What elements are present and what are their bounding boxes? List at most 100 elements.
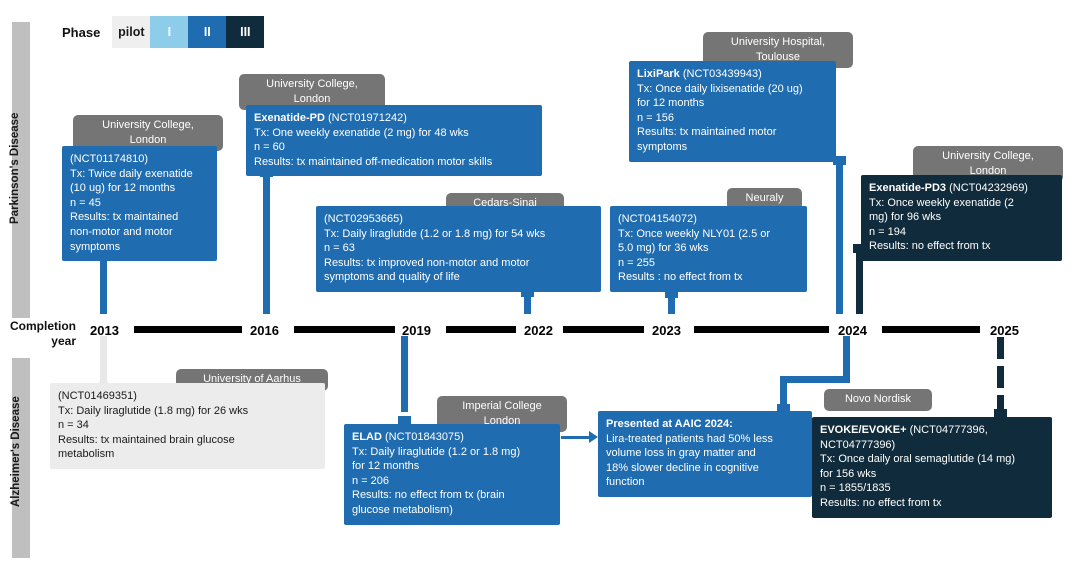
card-results2: non-motor and motor	[70, 225, 173, 238]
connector-evoke-dash-1	[997, 337, 1004, 359]
card-tail-evoke	[994, 409, 1007, 418]
card-title-row: LixiPark (NCT03439943)	[637, 67, 828, 82]
year-2019: 2019	[402, 323, 431, 338]
card-tail-lixipark	[833, 156, 846, 165]
card-tail-aaic	[777, 404, 790, 413]
card-nct: (NCT03439943)	[682, 68, 762, 80]
connector-evoke-dash-3	[997, 395, 1004, 409]
axis-label-line2: year	[51, 334, 76, 348]
card-results3: symptoms	[70, 240, 121, 253]
card-name: LixiPark	[637, 68, 680, 80]
card-n: n = 194	[869, 225, 907, 238]
connector-aaic-horizontal	[780, 376, 850, 383]
card-results2: metabolism	[58, 448, 115, 461]
card-title-row: EVOKE/EVOKE+ (NCT04777396,	[820, 423, 1044, 438]
card-nct2: NCT04777396)	[820, 438, 896, 451]
card-neuraly: (NCT04154072) Tx: Once weekly NLY01 (2.5…	[610, 206, 807, 292]
card-tail-neuraly	[665, 289, 678, 298]
card-tx2: (10 ug) for 12 months	[70, 182, 176, 195]
elad-to-aaic-arrow-head	[589, 431, 598, 443]
card-title-row: Exenatide-PD3 (NCT04232969)	[869, 181, 1054, 196]
card-name: EVOKE/EVOKE+	[820, 424, 907, 436]
connector-elad	[401, 336, 408, 412]
parkinsons-rail	[12, 22, 30, 318]
axis-segment-5	[694, 326, 829, 333]
card-tx2: mg) for 96 wks	[869, 211, 942, 224]
sponsor-chip-exenatide-pd: University College, London	[239, 74, 385, 110]
card-tx2: for 12 months	[352, 460, 420, 473]
card-nct: (NCT04154072)	[618, 213, 697, 225]
card-title-row: Exenatide-PD (NCT01971242)	[254, 111, 534, 126]
card-nct: (NCT04777396,	[909, 424, 988, 436]
axis-segment-4	[563, 326, 644, 333]
axis-segment-3	[446, 326, 516, 333]
phase-swatch-2: II	[188, 16, 227, 48]
year-2023: 2023	[652, 323, 681, 338]
axis-segment-1	[134, 326, 242, 333]
connector-exenatide-pd	[263, 168, 270, 314]
card-aarhus: (NCT01469351) Tx: Daily liraglutide (1.8…	[50, 383, 325, 469]
connector-exenatide-pilot	[100, 252, 107, 314]
axis-segment-2	[294, 326, 395, 333]
phase-swatch-3: III	[226, 16, 265, 48]
card-tx: Tx: One weekly exenatide (2 mg) for 48 w…	[254, 126, 469, 139]
sponsor-chip-neuraly: Neuraly	[727, 188, 802, 210]
card-nct: (NCT01469351)	[58, 390, 137, 402]
card-results: Results: no effect from tx	[869, 240, 991, 253]
card-exenatide-pd: Exenatide-PD (NCT01971242) Tx: One weekl…	[246, 105, 542, 177]
year-2016: 2016	[250, 323, 279, 338]
card-tx2: for 156 wks	[820, 467, 877, 480]
axis-label-line1: Completion	[10, 319, 76, 333]
card-results: Results: tx maintained motor	[637, 126, 777, 139]
card-tail-exenatide-pilot	[97, 252, 110, 261]
card-n: n = 63	[324, 242, 355, 255]
card-cedars: (NCT02953665) Tx: Daily liraglutide (1.2…	[316, 206, 601, 292]
card-line1: Lira-treated patients had 50% less	[606, 432, 773, 445]
card-tx: Tx: Once daily oral semaglutide (14 mg)	[820, 453, 1016, 466]
year-2024: 2024	[838, 323, 867, 338]
card-n: n = 156	[637, 111, 675, 124]
card-n: n = 60	[254, 141, 285, 154]
card-tx: Tx: Once weekly exenatide (2	[869, 196, 1014, 209]
card-nct: (NCT02953665)	[324, 213, 403, 225]
year-2022: 2022	[524, 323, 553, 338]
card-tail-elad	[398, 416, 411, 425]
card-results2: glucose metabolism)	[352, 503, 453, 516]
year-2013: 2013	[90, 323, 119, 338]
card-results: Results: tx improved non-motor and motor	[324, 256, 530, 269]
card-tail-exenatide-pd	[260, 168, 273, 177]
elad-to-aaic-arrow-line	[561, 436, 591, 439]
card-tail-exenatide-pd3	[853, 244, 866, 253]
connector-aarhus	[100, 336, 107, 384]
connector-lixipark	[836, 156, 843, 314]
card-line3: 18% slower decline in cognitive	[606, 461, 759, 474]
connector-aaic-vertical	[843, 336, 850, 383]
card-elad: ELAD (NCT01843075) Tx: Daily liraglutide…	[344, 424, 560, 525]
card-n: n = 45	[70, 196, 101, 209]
card-results2: symptoms and quality of life	[324, 271, 460, 284]
card-tx2: for 12 months	[637, 97, 705, 110]
card-results: Results: tx maintained off-medication mo…	[254, 155, 493, 168]
axis-label: Completion year	[2, 319, 76, 349]
card-line2: volume loss in gray matter and	[606, 447, 756, 460]
card-tx: Tx: Daily liraglutide (1.2 or 1.8 mg) fo…	[324, 227, 546, 240]
alzheimers-rail	[12, 358, 30, 558]
connector-neuraly	[668, 289, 675, 314]
card-tx: Tx: Daily liraglutide (1.2 or 1.8 mg)	[352, 445, 521, 458]
phase-legend-title: Phase	[62, 24, 101, 40]
card-evoke: EVOKE/EVOKE+ (NCT04777396, NCT04777396) …	[812, 417, 1052, 518]
card-lixipark: LixiPark (NCT03439943) Tx: Once daily li…	[629, 61, 836, 162]
axis-segment-6	[882, 326, 980, 333]
card-exenatide-pd3: Exenatide-PD3 (NCT04232969) Tx: Once wee…	[861, 175, 1062, 261]
card-tx2: 5.0 mg) for 36 wks	[618, 242, 709, 255]
card-n: n = 255	[618, 256, 656, 269]
connector-exenatide-pd3	[856, 244, 863, 314]
card-exenatide-pilot: (NCT01174810) Tx: Twice daily exenatide …	[62, 146, 217, 262]
card-results: Results: tx maintained	[70, 211, 179, 224]
card-results: Results: no effect from tx (brain	[352, 489, 505, 502]
card-tx: Tx: Once weekly NLY01 (2.5 or	[618, 227, 771, 240]
card-tail-cedars	[521, 288, 534, 297]
card-results: Results : no effect from tx	[618, 271, 743, 284]
card-nct: (NCT01174810)	[70, 153, 149, 165]
